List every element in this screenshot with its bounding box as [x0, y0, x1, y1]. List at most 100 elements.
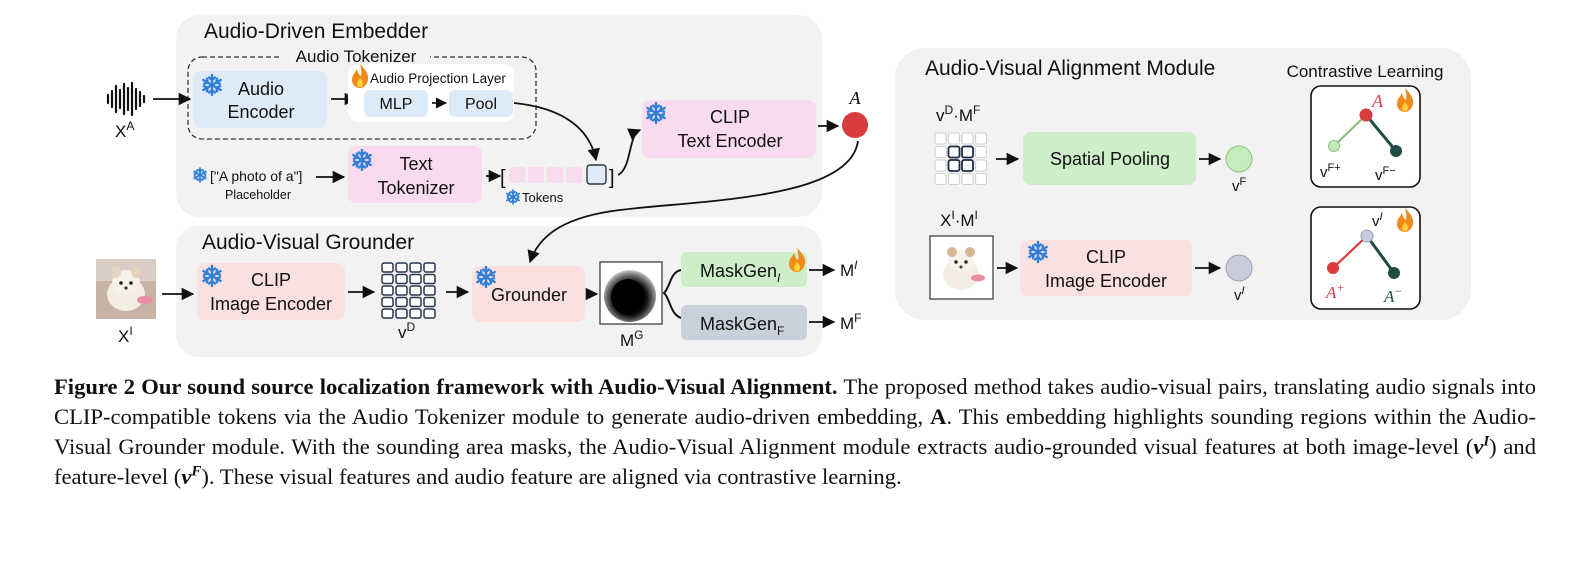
caption-part-3: ) and feature-level ( — [54, 434, 1537, 489]
waveform-icon — [106, 81, 146, 117]
image-input-label: XI — [118, 324, 133, 346]
caption-vf-sup: F — [191, 463, 202, 480]
grid-cell — [961, 145, 974, 159]
grid-cell — [381, 296, 394, 308]
grounder-label: Grounder — [491, 285, 567, 305]
caption-part-2: . This embedding highlights sounding reg… — [54, 404, 1537, 459]
maskgen-i-box — [681, 252, 807, 287]
grid-cell — [409, 262, 422, 273]
cl-anchor-image — [1360, 229, 1374, 243]
cl-negative-label: vF− — [1375, 165, 1396, 184]
mlp-label: MLP — [380, 96, 413, 113]
grid-cell — [409, 285, 422, 296]
caption-part-1: The proposed method takes audio-visual p… — [54, 374, 1536, 429]
cl-negative-audio — [1388, 267, 1400, 279]
embedder-title: Audio-Driven Embedder — [204, 20, 428, 43]
dog-image — [96, 259, 156, 319]
image-level-node — [1225, 254, 1253, 282]
text-tokenizer-box — [348, 146, 482, 203]
audio-input-label: XA — [115, 119, 134, 141]
grid-cell — [423, 308, 436, 319]
grid-cell — [423, 285, 436, 296]
grounder-title: Audio-Visual Grounder — [202, 231, 414, 254]
output-mask-f-label: MF — [840, 311, 862, 333]
caption-part-4: ). These visual features and audio featu… — [201, 464, 902, 489]
mask-label: MG — [620, 328, 644, 350]
prompt-text: ["A photo of a"] — [210, 168, 302, 184]
caption-vi-symbol: v — [1473, 434, 1484, 459]
projection-layer-label: Audio Projection Layer — [370, 71, 506, 86]
pool-box — [449, 90, 513, 117]
grid-cell — [395, 262, 408, 273]
maskgen-f-label: MaskGenF — [700, 314, 784, 338]
audio-embedding-label: A — [849, 88, 862, 108]
top-input-label: vD·MF — [936, 103, 980, 125]
grid-cell — [395, 273, 408, 285]
grid-cell — [934, 172, 947, 186]
grid-cell — [409, 308, 422, 319]
placeholder-label: Placeholder — [225, 188, 291, 202]
cl-negative-feature — [1390, 145, 1402, 157]
grid-cell — [934, 132, 947, 145]
cl-positive-label: vF+ — [1320, 162, 1341, 181]
feature-label: vD — [398, 320, 416, 342]
cl-positive-feature — [1328, 140, 1340, 152]
grid-cell — [423, 296, 436, 308]
grid-cell — [947, 159, 961, 172]
contrastive-box-feature — [1310, 85, 1421, 188]
text-tokenizer-label-2: Tokenizer — [377, 178, 454, 198]
audio-tokenizer-title: Audio Tokenizer — [296, 47, 417, 66]
framework-diagram: Audio-Driven Embedder Audio Tokenizer XA… — [96, 15, 1471, 357]
clip-text-encoder-label-2: Text Encoder — [677, 131, 782, 151]
caption-lead: Figure 2 Our sound source localization f… — [54, 374, 838, 399]
cl-anchor-image-label: vI — [1372, 211, 1383, 230]
grid-cell — [409, 296, 422, 308]
contrastive-title: Contrastive Learning — [1287, 62, 1444, 81]
audio-encoder-box — [193, 71, 327, 128]
grid-cell — [423, 262, 436, 273]
caption-vf-symbol: v — [181, 464, 192, 489]
cl-anchor-audio — [1359, 108, 1373, 122]
grid-cell — [974, 159, 988, 172]
cl-positive-audio-label: A+ — [1325, 280, 1345, 302]
feature-level-label: vF — [1232, 176, 1247, 195]
text-tokenizer-label-1: Text — [399, 154, 432, 174]
branch-brace — [662, 269, 682, 319]
svg-text:[: [ — [500, 167, 506, 189]
cl-negative-audio-label: A− — [1383, 284, 1403, 306]
grid-cell — [381, 285, 394, 296]
grid-cell — [381, 273, 394, 285]
contrastive-box-image — [1310, 206, 1421, 310]
audio-encoder-label-2: Encoder — [227, 102, 294, 122]
grid-cell — [947, 132, 961, 145]
grid-cell — [974, 172, 988, 186]
output-mask-i-label: MI — [840, 258, 858, 280]
bottom-input-label: XI·MI — [940, 208, 978, 230]
grid-cell — [961, 172, 974, 186]
grid-cell — [961, 159, 974, 172]
spatial-pooling-box — [1023, 132, 1196, 185]
grounder-box — [472, 266, 585, 322]
alignment-title: Audio-Visual Alignment Module — [925, 57, 1215, 80]
grid-cell — [974, 132, 988, 145]
clip-image-encoder-label-1: CLIP — [251, 270, 291, 290]
tokens-label: Tokens — [522, 190, 564, 205]
grid-icon — [381, 262, 436, 319]
maskgen-f-box — [681, 305, 807, 340]
grid-cell — [423, 273, 436, 285]
grid-cell — [934, 159, 947, 172]
spatial-pooling-label: Spatial Pooling — [1050, 149, 1170, 169]
grid-cell — [381, 262, 394, 273]
grid-cell — [395, 285, 408, 296]
clip-text-encoder-label-1: CLIP — [710, 107, 750, 127]
grid-cell — [395, 296, 408, 308]
cl-positive-audio — [1327, 262, 1339, 274]
svg-text:]: ] — [609, 167, 615, 189]
mask-image — [599, 261, 663, 325]
image-level-label: vI — [1234, 285, 1245, 304]
alignment-clip-label-2: Image Encoder — [1045, 271, 1167, 291]
masked-feature-grid — [934, 132, 988, 186]
grid-cell — [947, 172, 961, 186]
cl-anchor-label: A — [1371, 91, 1384, 111]
clip-image-encoder-label-2: Image Encoder — [210, 294, 332, 314]
